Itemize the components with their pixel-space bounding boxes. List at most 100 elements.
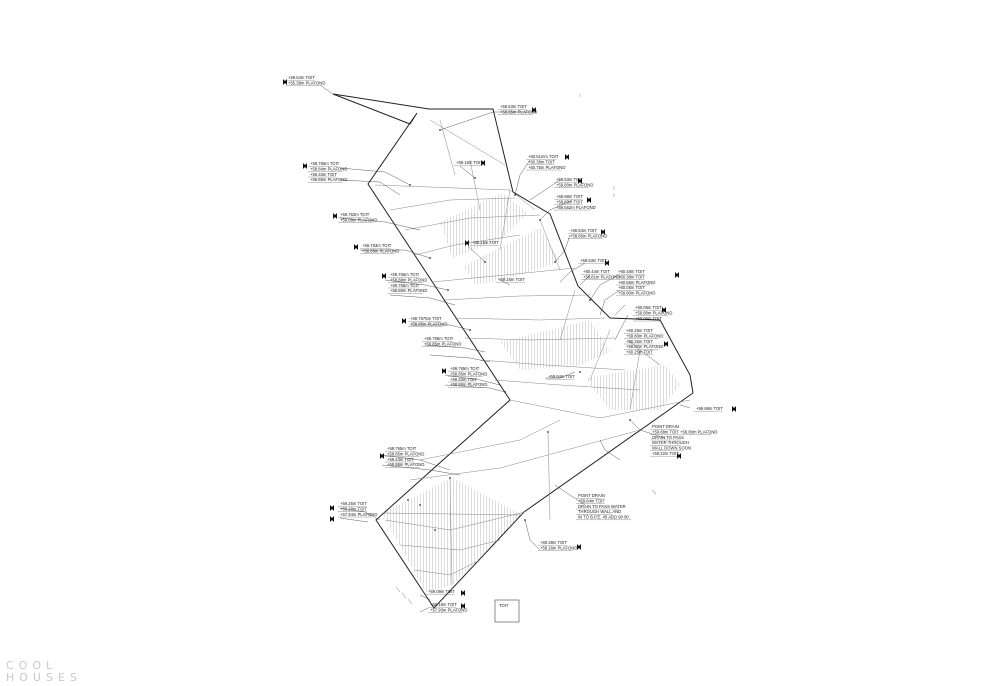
- annotation-line: +59.98m TOIT: [696, 406, 723, 411]
- annotation-line: +58.86m PLAFOND: [310, 177, 347, 182]
- annotation-line: +59.88m TOIT +58.80m PLAFOND: [652, 429, 717, 434]
- annotation-a5: +59.63m TOIT+59.80m PLAFOND: [556, 177, 593, 187]
- annotation-line: +58.85m PLAFOND: [500, 109, 537, 114]
- annotation-line: +60.25m TOIT: [626, 350, 653, 355]
- annotation-a23: +59.98m TOIT: [696, 406, 723, 411]
- annotation-a13: +59.53m TOIT: [580, 258, 607, 263]
- annotation-line: +59.53m TOIT: [500, 104, 527, 109]
- annotation-line: +60.48m TOIT: [618, 269, 645, 274]
- annotation-line: WALL DOWN SOON: [652, 446, 691, 451]
- leader-lines: [319, 84, 691, 613]
- annotation-a25: +59.765m TOIT+58.85m PLAFOND+59.43m TOIT…: [387, 446, 424, 467]
- annotation-line: +59.765m TOIT: [390, 283, 420, 288]
- annotation-line: +59.43m TOIT: [387, 457, 414, 462]
- annotation-a27: +59.25m TOIT+59.18m TOIT+57.94m PLAFOND: [340, 501, 377, 517]
- annotation-line: +59.98m TOIT: [556, 194, 583, 199]
- misc-ticks: [395, 94, 657, 605]
- annotation-line: +60.56m PLAFOND: [618, 280, 655, 285]
- annotation-line: +58.84m PLAFOND: [310, 166, 347, 171]
- annotation-a7: +59.63m TOIT+58.85m PLAFOND: [570, 228, 607, 238]
- annotation-line: +58.88m PLAFOND: [390, 288, 427, 293]
- annotation-line: +58.88m PLAFOND: [362, 248, 399, 253]
- annotation-line: POINT DRAIN: [652, 424, 679, 429]
- annotation-a2: +59.53m TOIT+58.85m PLAFOND: [500, 104, 537, 114]
- annotation-a17: +59.7675m TOIT+58.85m PLAFOND: [410, 316, 447, 326]
- annotation-a18: +60.05m TOIT+59.80m PLAFOND+60.05m TOIT: [635, 305, 672, 321]
- watermark-line-1: COOL: [6, 659, 58, 672]
- annotation-a28: +59.38m TOIT+58.16m PLAFOND: [540, 540, 577, 550]
- survey-points: [407, 129, 631, 531]
- annotation-line: +59.33m TOIT: [450, 377, 477, 382]
- annotation-line: +59.765m TOIT: [424, 336, 454, 341]
- annotation-a9: +59.763m TOIT+58.88m PLAFOND: [340, 212, 377, 222]
- annotation-line: +60.51mm TOIT: [528, 154, 559, 159]
- annotation-line: +59.765m TOIT: [387, 446, 417, 451]
- annotation-line: WATER THROUGH: [652, 440, 689, 445]
- annotation-line: +58.80m PLAFOND: [626, 333, 663, 338]
- annotation-a3: +59.16m TOIT: [456, 160, 483, 165]
- annotation-line: POINT DRAIN: [578, 493, 605, 498]
- construction-lines: [374, 119, 691, 586]
- annotation-line: +59.53m TOIT: [580, 258, 607, 263]
- annotation-line: +58.81m PLAFOND: [583, 274, 620, 279]
- annotation-line: +58.85m PLAFOND: [410, 321, 447, 326]
- elevation-annotations: +59.54m TOIT+55.38m PLAFOND +59.53m TOIT…: [286, 75, 723, 613]
- annotation-a14: +60.44m TOIT+58.81m PLAFOND: [583, 269, 620, 279]
- annotation-line: +59.765m TOIT: [310, 161, 340, 166]
- annotation-a1: +59.54m TOIT+55.38m PLAFOND: [288, 75, 325, 85]
- annotation-line: +60.05m TOIT: [635, 305, 662, 310]
- annotation-line: +58.85m PLAFOND: [570, 233, 607, 238]
- watermark-line-2: HOUSES: [6, 671, 82, 684]
- annotation-line: +59.763m TOIT: [362, 243, 392, 248]
- annotation-line: +59.763m TOIT: [340, 212, 370, 217]
- annotation-line: +60.05m TOIT: [635, 316, 662, 321]
- annotation-line: +58.16m PLAFOND: [540, 545, 577, 550]
- annotation-line: +58.85m PLAFOND: [450, 371, 487, 376]
- annotation-line: DRAIN TO PASS: [652, 435, 684, 440]
- annotation-a4: +60.51mm TOIT+60.38m TOIT+60.75m PLAFOND: [528, 154, 565, 170]
- annotation-line: +58.88m PLAFOND: [390, 277, 427, 282]
- annotation-a21: +59.765m TOIT+58.85m PLAFOND+59.33m TOIT…: [450, 366, 487, 387]
- annotation-line: +59.80m PLAFOND: [618, 291, 655, 296]
- annotation-line: +59.80m PLAFOND: [635, 310, 672, 315]
- annotation-a10: +59.16m TOIT: [472, 240, 499, 245]
- annotation-line: +59.16m TOIT: [472, 240, 499, 245]
- annotation-line: +60.75m PLAFOND: [528, 165, 565, 170]
- legend-label: TOIT: [499, 603, 509, 608]
- annotation-line: +58.18m TOIT: [430, 602, 457, 607]
- annotation-line: +58.85m PLAFOND: [387, 451, 424, 456]
- annotation-a19: +60.25m TOIT+58.80m PLAFOND+60.25m TOIT+…: [626, 328, 663, 355]
- annotation-line: +58.88m PLAFOND: [340, 217, 377, 222]
- annotation-line: +60.25m TOIT: [626, 339, 653, 344]
- annotation-a16: +59.765m TOIT+58.88m PLAFOND+59.765m TOI…: [390, 272, 427, 293]
- annotation-line: IN TO B.P.E. 45 ADD 90 90: [578, 515, 629, 520]
- annotation-line: +60.38m TOIT: [528, 159, 555, 164]
- annotation-line: +59.765m TOIT: [390, 272, 420, 277]
- annotation-line: +55.38m PLAFOND: [288, 80, 325, 85]
- annotation-line: +59.552m PLAFOND: [556, 205, 596, 210]
- annotation-a22: +59.64m TOIT: [548, 374, 575, 379]
- annotation-a20: +59.765m TOIT+58.85m PLAFOND: [424, 336, 461, 346]
- annotation-line: +59.64m TOIT: [548, 374, 575, 379]
- annotation-line: +60.05m TOIT: [618, 285, 645, 290]
- annotation-line: +59.54m TOIT: [288, 75, 315, 80]
- annotation-line: +60.38m TOIT: [618, 274, 645, 279]
- annotation-line: DRAIN TO PASS WATER: [578, 504, 626, 509]
- annotation-line: +59.18m TOIT: [340, 506, 367, 511]
- annotation-line: +59.38m TOIT: [540, 540, 567, 545]
- legend-box: TOIT: [494, 599, 520, 623]
- annotation-line: +59.63m TOIT: [556, 177, 583, 182]
- annotation-line: +59.63m TOIT: [570, 228, 597, 233]
- annotation-line: THROUGH WALL AND: [578, 509, 621, 514]
- annotation-a15: +60.48m TOIT+60.38m TOIT+60.56m PLAFOND+…: [618, 269, 655, 296]
- annotation-line: +59.64m TOIT: [578, 498, 605, 503]
- annotation-line: +59.16m TOIT: [498, 277, 525, 282]
- annotation-a12: +59.16m TOIT: [498, 277, 525, 282]
- annotation-line: +59.7675m TOIT: [410, 316, 442, 321]
- annotation-line: +59.80m PLAFOND: [556, 182, 593, 187]
- annotation-line: +59.16m TOIT: [456, 160, 483, 165]
- annotation-line: +59.09m TOIT: [428, 589, 455, 594]
